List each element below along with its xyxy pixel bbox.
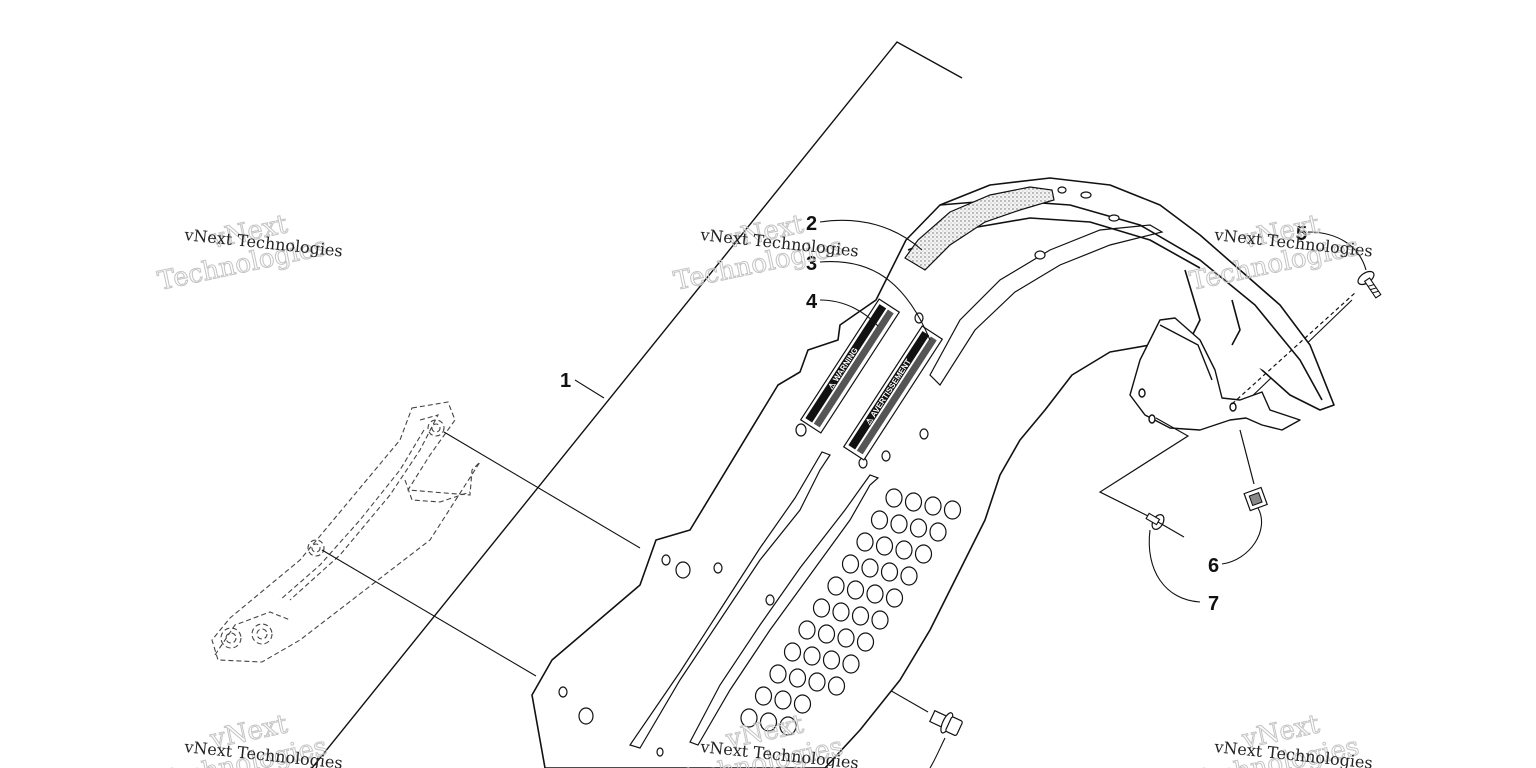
callout-labels: 1 2 3 4 5 6 7: [560, 213, 1307, 615]
vent-hole: [851, 606, 870, 626]
vent-hole: [832, 602, 850, 622]
vent-hole: [871, 610, 889, 630]
vent-hole: [774, 690, 792, 710]
vent-hole: [904, 492, 923, 512]
frame-rail-dashed: [211, 401, 481, 663]
vent-hole: [929, 522, 947, 542]
vent-hole: [943, 500, 962, 520]
vent-hole: [769, 664, 787, 684]
rivet-center-line: [1098, 291, 1357, 523]
screw-5: [1357, 270, 1382, 299]
vent-hole: [861, 558, 879, 578]
vent-hole: [890, 514, 908, 534]
vent-hole: [880, 562, 899, 582]
vent-hole: [783, 642, 802, 662]
callout-1: 1: [560, 370, 571, 392]
fender-slots: [629, 224, 1164, 749]
vent-hole: [875, 536, 894, 556]
vent-hole: [900, 566, 918, 586]
vent-hole: [870, 510, 889, 530]
vent-hole: [759, 712, 778, 732]
vent-hole: [827, 676, 846, 696]
vent-hole: [842, 654, 860, 674]
vent-hole: [779, 716, 797, 736]
vent-hole: [914, 544, 933, 564]
vent-hole: [895, 540, 913, 560]
rivet-7: [1145, 512, 1185, 538]
vent-hole: [909, 518, 928, 538]
callout-4: 4: [806, 291, 818, 313]
vent-hole: [803, 646, 821, 666]
watermark-bottom-center: vNext Technologies: [671, 709, 847, 768]
vent-hole: [841, 554, 860, 574]
fender-vent-grid: [740, 488, 962, 736]
vent-hole: [793, 694, 812, 714]
flange-bolt: [928, 709, 963, 736]
vent-hole: [798, 620, 816, 640]
callout-3: 3: [806, 253, 817, 275]
callout-leaders: [574, 219, 1367, 768]
vent-hole: [837, 628, 855, 648]
callout-2: 2: [806, 213, 817, 235]
vent-hole: [885, 488, 903, 508]
vent-hole: [754, 686, 773, 706]
vent-hole: [856, 632, 875, 652]
callout-5: 5: [1296, 223, 1307, 245]
vent-hole: [846, 580, 865, 600]
assembly-bracket-line: [311, 41, 963, 768]
vent-hole: [812, 598, 831, 618]
mud-flap-bracket: [1129, 317, 1301, 431]
vent-hole: [788, 668, 807, 688]
vent-hole: [817, 624, 836, 644]
vent-hole: [808, 672, 826, 692]
speed-nut-6: [1243, 486, 1268, 512]
vent-hole: [740, 708, 758, 728]
vent-hole: [827, 576, 845, 596]
reflective-strip: [904, 186, 1055, 271]
vent-hole: [924, 496, 942, 516]
callout-6: 6: [1208, 555, 1219, 577]
vent-hole: [866, 584, 884, 604]
vent-hole: [856, 532, 874, 552]
vent-hole: [822, 650, 841, 670]
vent-hole: [885, 588, 904, 608]
callout-7: 7: [1208, 593, 1219, 615]
